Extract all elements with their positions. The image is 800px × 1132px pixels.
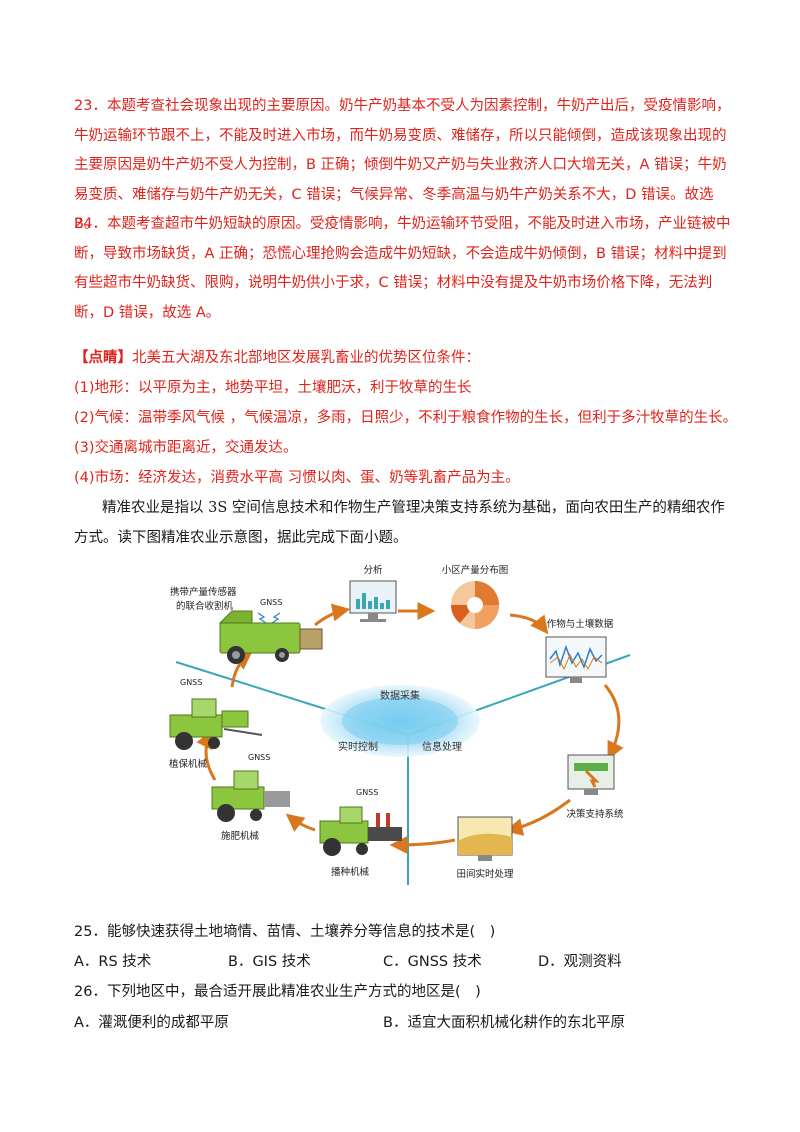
decision-support-monitor: 决策支持系统 [566,754,624,820]
crop-soil-monitor: 作物与土壤数据 [545,618,614,683]
label-info-processing: 信息处理 [422,740,462,753]
label-crop-soil: 作物与土壤数据 [547,618,614,630]
field-processing-monitor: 田间实时处理 [456,816,514,880]
q26-option-a: A．灌溉便利的成都平原 [74,1015,229,1031]
q25-option-d: D．观测资料 [538,954,622,970]
question-25-stem: 25．能够快速获得土地墒情、苗情、土壤养分等信息的技术是( ) [74,924,496,940]
label-protector: 植保机械 [169,758,208,770]
gnss-label-harvester: GNSS [260,598,282,607]
label-fertilizer: 施肥机械 [221,830,260,842]
answer-23: 23．本题考查社会现象出现的主要原因。奶牛产奶基本不受人为因素控制，牛奶产出后，… [74,98,731,232]
gnss-signal-icon [257,612,281,624]
label-decision-support: 决策支持系统 [566,808,624,820]
q25-option-c: C．GNSS 技术 [383,954,482,970]
gnss-label-protector: GNSS [180,678,202,687]
answer-24: 24．本题考查超市牛奶短缺的原因。受疫情影响，牛奶运输环节受阻，不能及时进入市场… [74,216,731,321]
tip-item-1: (1)地形：以平原为主，地势平坦，土壤肥沃，利于牧草的生长 [74,380,472,396]
label-harvester-1: 携带产量传感器 [170,586,237,598]
yield-map: 小区产量分布图 [442,564,509,629]
label-yield-map: 小区产量分布图 [442,564,509,576]
protection-machine: GNSS 植保机械 [169,678,263,770]
tip-tag: 【点睛】 [74,350,132,366]
tip-item-4: (4)市场：经济发达，消费水平高 习惯以肉、蛋、奶等乳畜产品为主。 [74,470,520,486]
q25-option-a: A．RS 技术 [74,954,152,970]
tip-item-2: (2)气候：温带季风气候 ，气候温凉，多雨，日照少，不利于粮食作物的生长，但利于… [74,410,738,426]
precision-agriculture-diagram: 数据采集 实时控制 信息处理 携带产量传感器 的联合收割机 GNSS 分析 [169,564,631,885]
tip-title: 北美五大湖及东北部地区发展乳畜业的优势区位条件： [132,350,480,366]
tip-item-3: (3)交通离城市距离近，交通发达。 [74,440,298,456]
label-analysis: 分析 [363,564,383,576]
cycle-arrows [196,602,624,854]
gnss-label-fertilizer: GNSS [248,753,270,762]
gnss-label-seeder: GNSS [356,788,378,797]
question-26-stem: 26．下列地区中，最合适开展此精准农业生产方式的地区是( ) [74,984,481,1000]
harvester: 携带产量传感器 的联合收割机 GNSS [170,586,323,664]
data-center-ellipse: 数据采集 实时控制 信息处理 [320,685,480,757]
label-seeder: 播种机械 [331,866,370,878]
intro-paragraph: 精准农业是指以 3S 空间信息技术和作物生产管理决策支持系统为基础，面向农田生产… [74,500,725,546]
analysis-monitor: 分析 [349,564,397,622]
label-realtime-control: 实时控制 [338,740,378,753]
label-field-processing: 田间实时处理 [456,868,514,880]
label-data-collection: 数据采集 [380,689,420,702]
tip-heading: 【点睛】北美五大湖及东北部地区发展乳畜业的优势区位条件： [74,346,480,367]
q26-option-b: B．适宜大面积机械化耕作的东北平原 [383,1015,625,1031]
q25-option-b: B．GIS 技术 [228,954,311,970]
fertilizer-machine: GNSS 施肥机械 [211,753,290,842]
label-harvester-2: 的联合收割机 [176,600,234,612]
seeding-machine: GNSS 播种机械 [319,788,402,878]
